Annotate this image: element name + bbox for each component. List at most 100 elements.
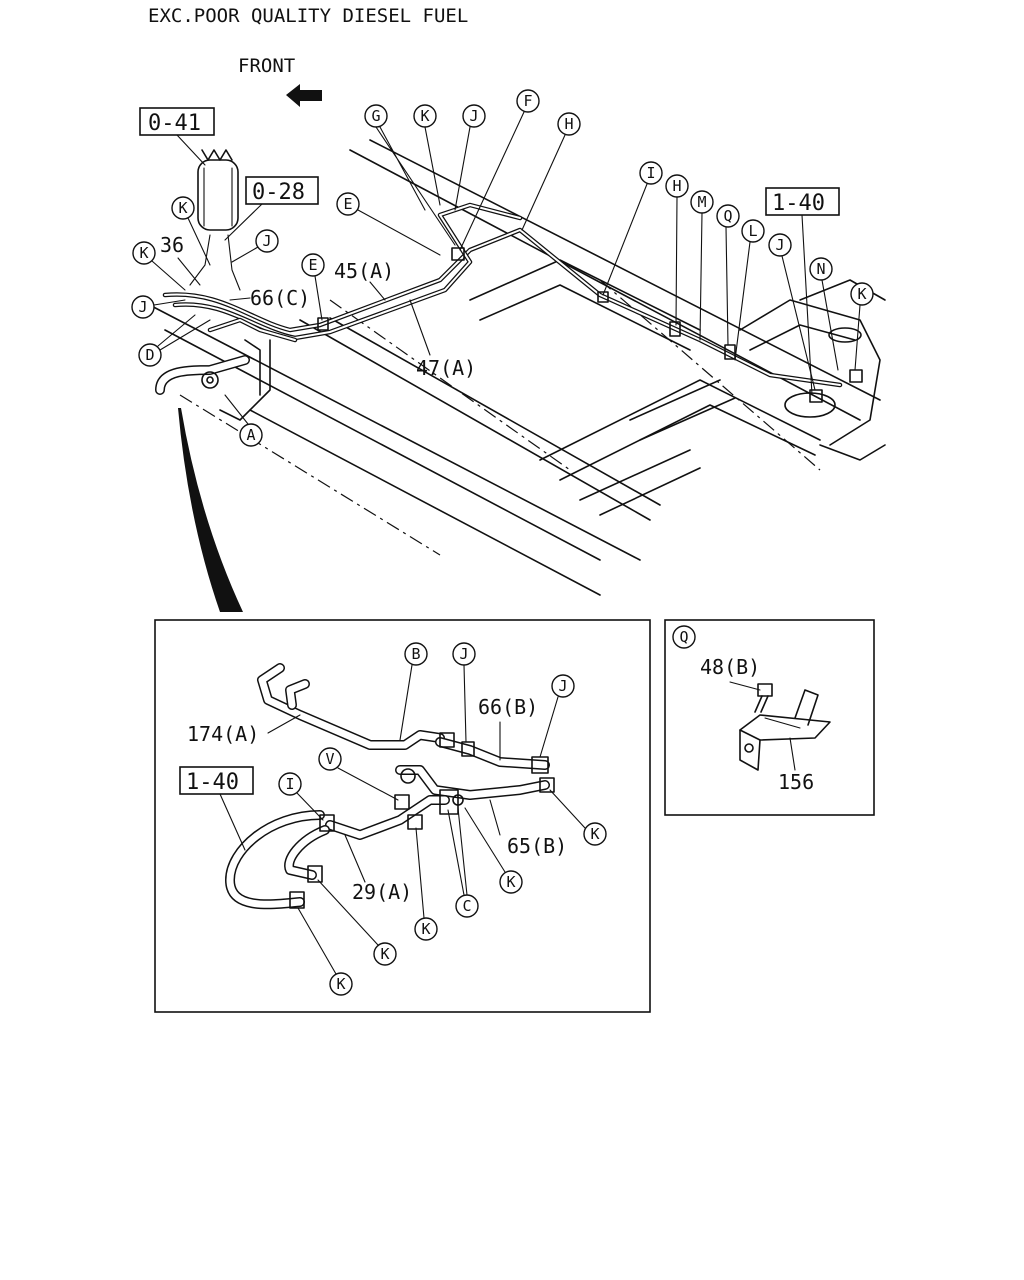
callout-b: B bbox=[404, 642, 428, 666]
svg-text:K: K bbox=[178, 199, 187, 217]
detail-box-main bbox=[154, 619, 651, 1013]
part-66b-label: 66(B) bbox=[478, 695, 538, 719]
leader bbox=[231, 246, 259, 263]
svg-text:H: H bbox=[672, 177, 681, 195]
svg-text:J: J bbox=[262, 232, 271, 250]
callout-j: J bbox=[462, 104, 486, 128]
svg-text:K: K bbox=[506, 873, 515, 891]
svg-text:A: A bbox=[246, 426, 255, 444]
leader bbox=[409, 299, 431, 356]
front-label: FRONT bbox=[238, 55, 295, 77]
svg-text:1-40: 1-40 bbox=[186, 770, 239, 795]
callout-c: C bbox=[455, 894, 479, 918]
callout-v: V bbox=[318, 747, 342, 771]
callout-e2: E bbox=[301, 253, 325, 277]
callout-i2: I bbox=[278, 772, 302, 796]
leader bbox=[337, 767, 399, 801]
leader bbox=[424, 126, 441, 206]
callout-k6: K bbox=[499, 870, 523, 894]
leader bbox=[224, 394, 249, 425]
callout-e: E bbox=[336, 192, 360, 216]
leader bbox=[267, 714, 301, 734]
svg-text:K: K bbox=[336, 975, 345, 993]
part-45a-label: 45(A) bbox=[334, 259, 394, 283]
leader bbox=[297, 907, 337, 975]
part-48b-label: 48(B) bbox=[700, 655, 760, 679]
part-66c-label: 66(C) bbox=[250, 286, 310, 310]
svg-text:C: C bbox=[462, 897, 471, 915]
callout-h: H bbox=[557, 112, 581, 136]
ref-1-40-detail: 1-40 bbox=[179, 766, 254, 795]
part-29a-label: 29(A) bbox=[352, 880, 412, 904]
leader bbox=[375, 126, 456, 246]
svg-text:Q: Q bbox=[723, 207, 732, 225]
svg-text:J: J bbox=[558, 677, 567, 695]
svg-text:E: E bbox=[343, 195, 352, 213]
leader bbox=[734, 241, 751, 361]
leader bbox=[854, 304, 861, 371]
leader bbox=[296, 792, 324, 821]
ref-0-28: 0-28 bbox=[245, 176, 319, 205]
callout-j2: J bbox=[768, 233, 792, 257]
svg-text:M: M bbox=[697, 193, 706, 211]
svg-text:E: E bbox=[308, 256, 317, 274]
svg-text:V: V bbox=[325, 750, 334, 768]
svg-text:K: K bbox=[420, 107, 429, 125]
svg-text:Q: Q bbox=[679, 628, 688, 646]
callout-k8: K bbox=[373, 942, 397, 966]
svg-text:J: J bbox=[138, 298, 147, 316]
svg-text:K: K bbox=[857, 285, 866, 303]
fuel-pipes-upper bbox=[155, 202, 863, 403]
leader bbox=[224, 203, 263, 241]
svg-text:K: K bbox=[590, 825, 599, 843]
leader bbox=[447, 807, 468, 896]
leader bbox=[314, 275, 323, 321]
leader bbox=[821, 279, 839, 371]
leader bbox=[801, 214, 813, 396]
bracket-156 bbox=[739, 689, 831, 771]
svg-text:K: K bbox=[139, 244, 148, 262]
svg-text:1-40: 1-40 bbox=[772, 191, 825, 216]
leader bbox=[151, 260, 186, 291]
callout-n: N bbox=[809, 257, 833, 281]
ref-1-40-top: 1-40 bbox=[765, 187, 840, 216]
leader bbox=[463, 664, 467, 743]
leader bbox=[176, 134, 206, 166]
svg-text:J: J bbox=[775, 236, 784, 254]
callout-m: M bbox=[690, 190, 714, 214]
callout-j5: J bbox=[452, 642, 476, 666]
bolt-48b bbox=[754, 683, 773, 713]
callout-k3: K bbox=[171, 196, 195, 220]
svg-text:K: K bbox=[380, 945, 389, 963]
leader bbox=[781, 255, 816, 391]
fuel-filter bbox=[197, 149, 239, 231]
leader bbox=[317, 879, 379, 946]
page-title: EXC.POOR QUALITY DIESEL FUEL bbox=[148, 5, 468, 27]
leader bbox=[157, 314, 211, 351]
leader bbox=[521, 134, 566, 231]
leader bbox=[415, 827, 425, 919]
svg-text:N: N bbox=[816, 260, 825, 278]
leader bbox=[177, 257, 201, 286]
callout-k: K bbox=[413, 104, 437, 128]
leader bbox=[729, 681, 761, 691]
svg-text:F: F bbox=[523, 92, 532, 110]
front-arrow-icon bbox=[286, 84, 322, 107]
callout-j3: J bbox=[255, 229, 279, 253]
callout-j4: J bbox=[131, 295, 155, 319]
leader bbox=[459, 111, 525, 251]
leader bbox=[539, 696, 559, 758]
leader bbox=[464, 807, 506, 873]
svg-text:D: D bbox=[145, 346, 154, 364]
callout-g: G bbox=[364, 104, 388, 128]
svg-text:J: J bbox=[469, 107, 478, 125]
leader bbox=[219, 793, 246, 851]
callout-k9: K bbox=[329, 972, 353, 996]
callout-k5: K bbox=[583, 822, 607, 846]
detail-pointer bbox=[178, 408, 243, 612]
callout-k2: K bbox=[850, 282, 874, 306]
leader bbox=[229, 297, 251, 301]
leader bbox=[369, 281, 386, 301]
part-174a-label: 174(A) bbox=[187, 722, 259, 746]
